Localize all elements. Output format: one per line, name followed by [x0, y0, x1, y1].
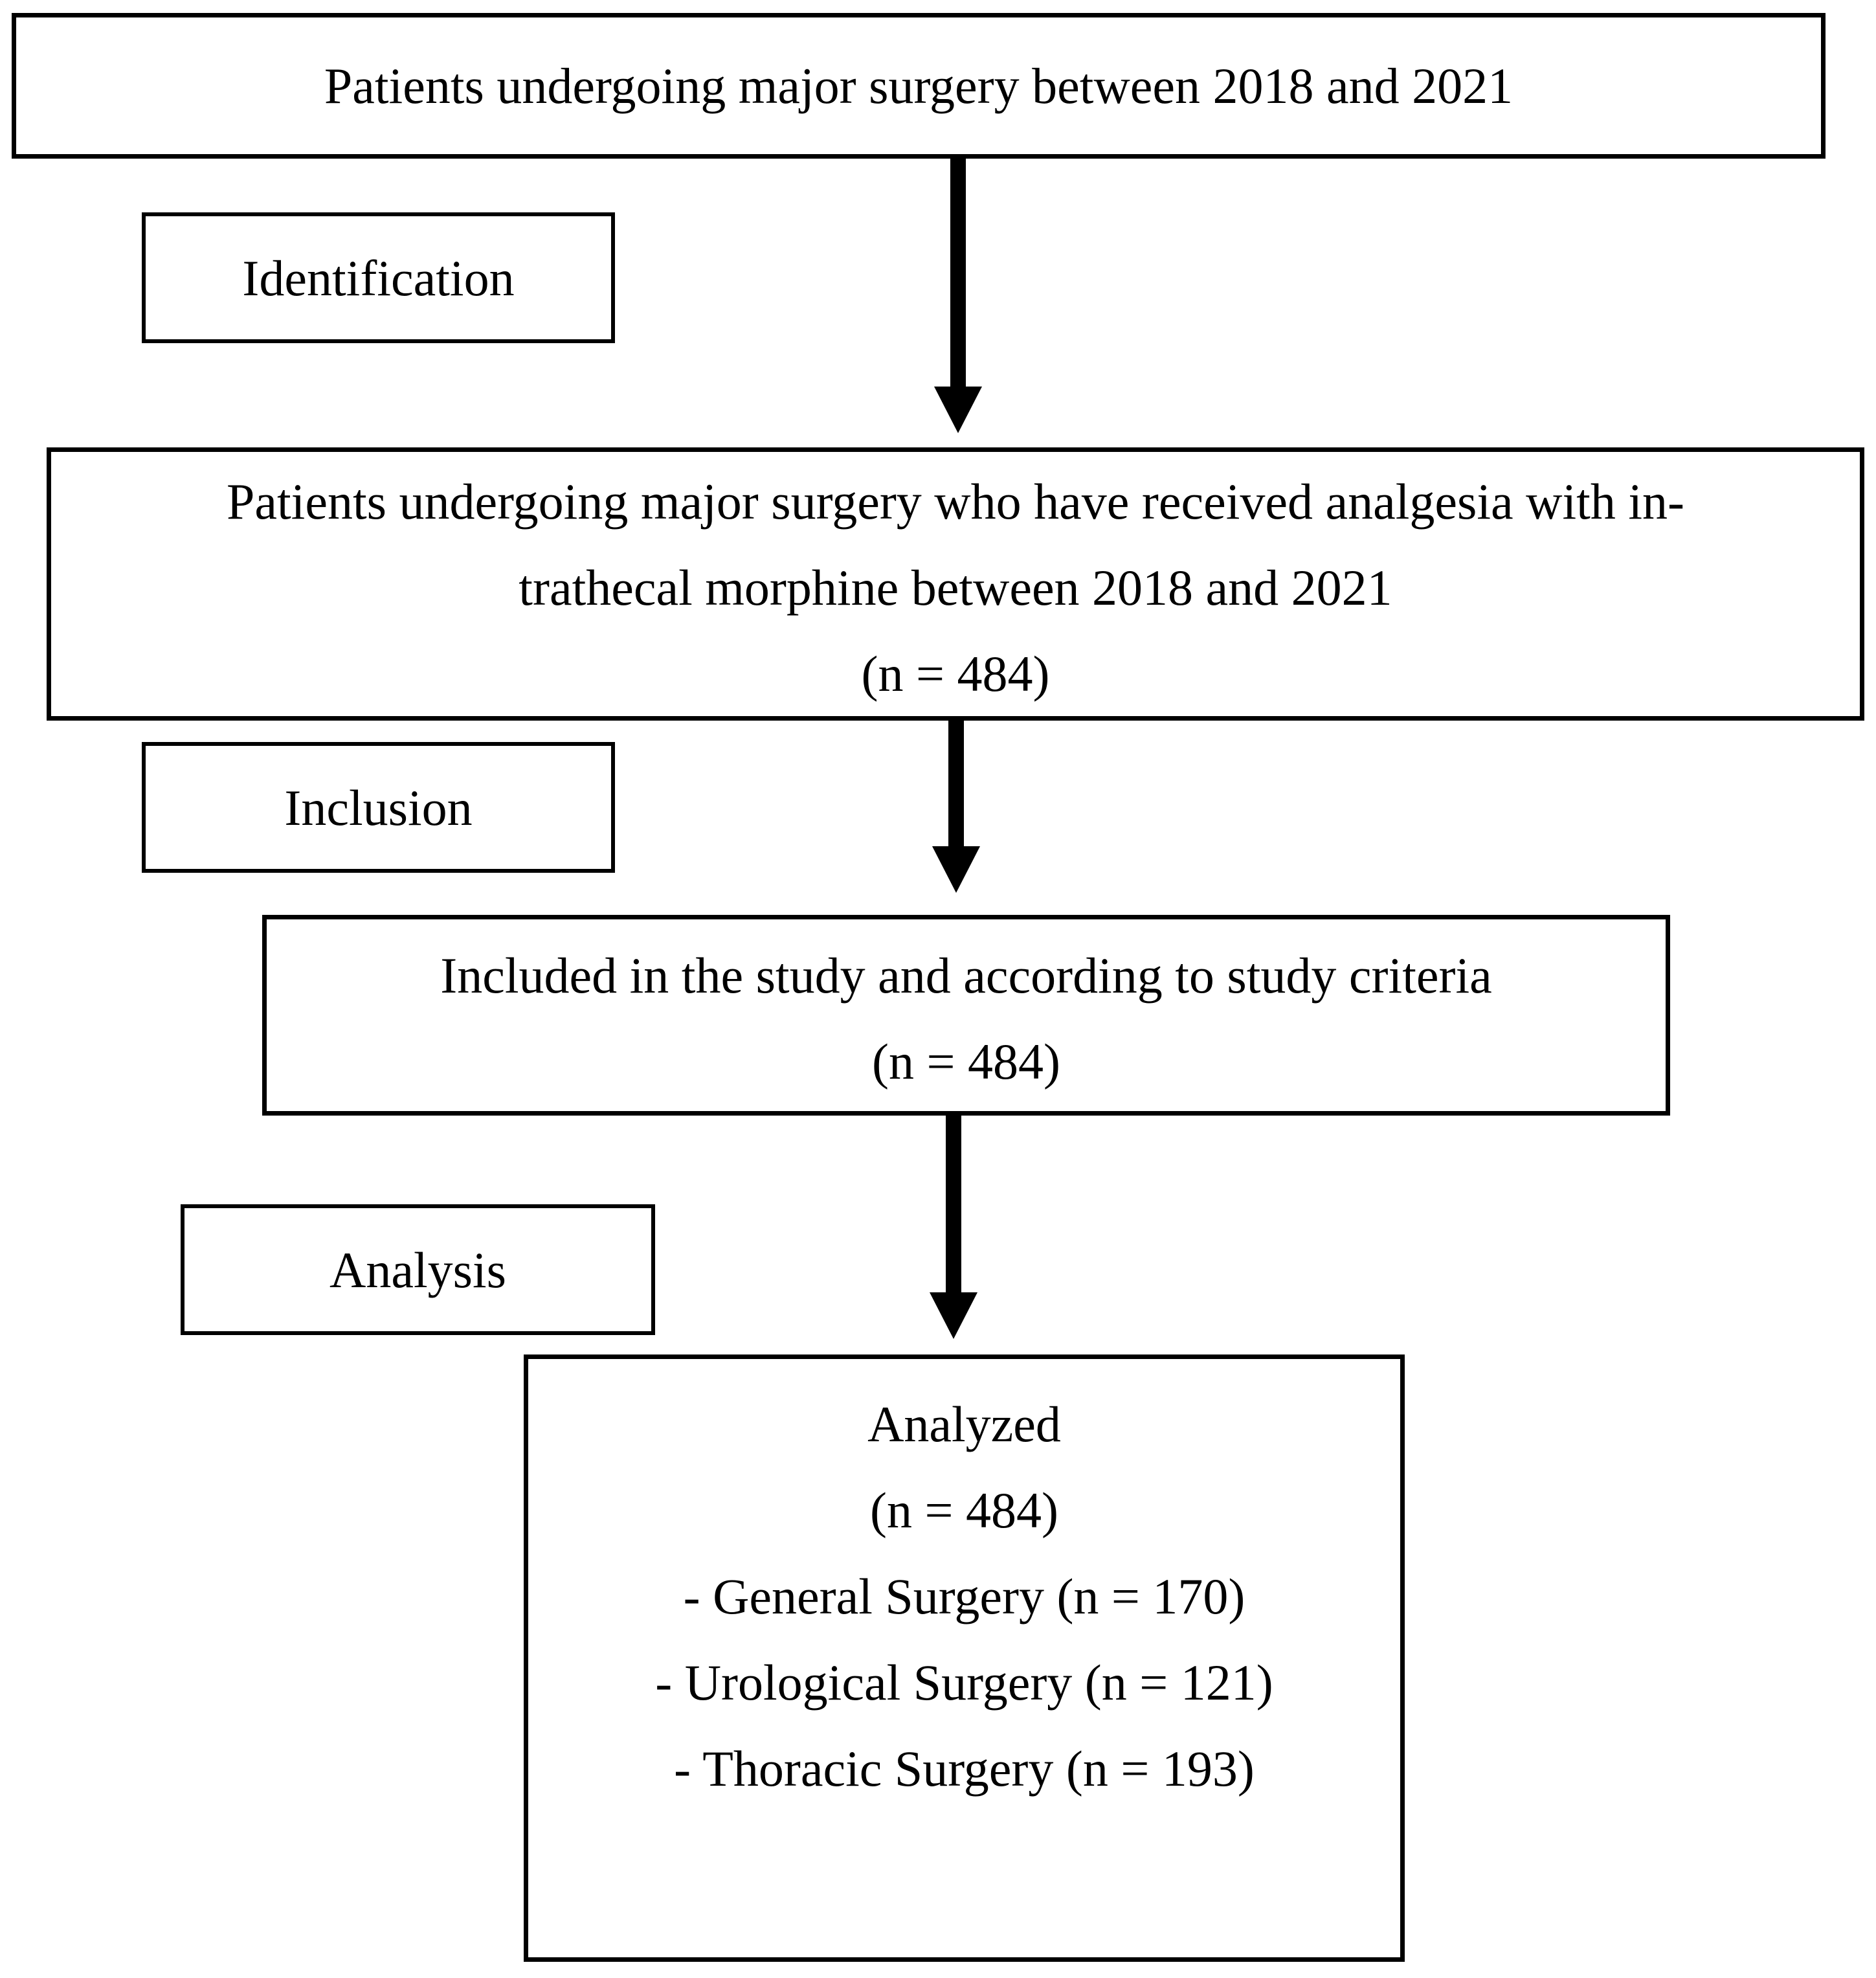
- population-text: Patients undergoing major surgery betwee…: [324, 58, 1513, 114]
- box-text-line: (n = 484): [861, 645, 1050, 702]
- stage-label-text: Identification: [242, 249, 515, 306]
- arrow-head-icon: [930, 1292, 977, 1339]
- box-text-line: Patients undergoing major surgery who ha…: [227, 473, 1684, 530]
- arrow-head-icon: [934, 387, 982, 433]
- box-text-line: trathecal morphine between 2018 and 2021: [519, 559, 1392, 616]
- down-arrow-3: [928, 1116, 979, 1339]
- stage-label-analysis: Analysis: [181, 1204, 655, 1335]
- stage-label-identification: Identification: [142, 212, 615, 343]
- box-text-line: (n = 484): [870, 1482, 1058, 1538]
- box-text-line: - Urological Surgery (n = 121): [655, 1654, 1273, 1711]
- box-text-line: (n = 484): [872, 1033, 1060, 1090]
- stage-label-text: Analysis: [329, 1241, 506, 1298]
- box-text-line: - Thoracic Surgery (n = 193): [674, 1740, 1255, 1797]
- stage-label-text: Inclusion: [284, 779, 473, 836]
- stage-label-inclusion: Inclusion: [142, 742, 615, 873]
- arrow-shaft: [950, 159, 966, 387]
- flow-box-population: Patients undergoing major surgery betwee…: [12, 13, 1826, 159]
- flow-box-eligibility: Patients undergoing major surgery who ha…: [47, 447, 1864, 721]
- box-text-line: Included in the study and according to s…: [440, 947, 1492, 1004]
- arrow-head-icon: [932, 846, 980, 893]
- down-arrow-2: [931, 721, 981, 893]
- box-text-line: Analyzed: [867, 1396, 1061, 1452]
- flow-box-included: Included in the study and according to s…: [262, 915, 1670, 1116]
- box-text-line: - General Surgery (n = 170): [683, 1568, 1245, 1624]
- flow-box-analyzed: Analyzed (n = 484) - General Surgery (n …: [524, 1354, 1405, 1962]
- arrow-shaft: [946, 1116, 961, 1292]
- down-arrow-1: [933, 159, 983, 433]
- arrow-shaft: [948, 721, 964, 846]
